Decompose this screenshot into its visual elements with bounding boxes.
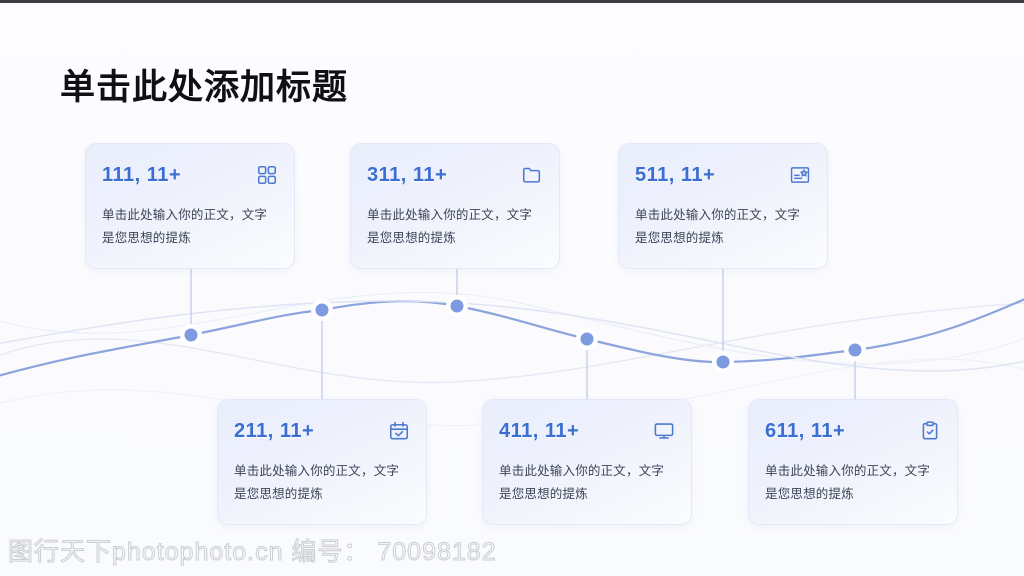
info-card-5-header: 511, 11+ (635, 162, 811, 188)
info-card-1-body: 单击此处输入你的正文，文字是您思想的提炼 (102, 208, 268, 246)
info-card-3-number: 311, 11+ (367, 163, 448, 186)
info-card-5-number: 511, 11+ (635, 163, 716, 186)
clipboard-check-icon (919, 420, 941, 442)
timeline-node-2 (311, 299, 333, 321)
info-card-4-number: 411, 11+ (499, 419, 580, 442)
info-card-6[interactable]: 611, 11+ 单击此处输入你的正文，文字是您思想的提炼 (748, 399, 958, 525)
grid-icon (256, 164, 278, 186)
folder-icon (521, 164, 543, 186)
monitor-icon (653, 420, 675, 442)
wave-primary (0, 298, 1024, 377)
timeline-node-5 (712, 351, 734, 373)
timeline-node-3 (446, 295, 468, 317)
info-card-1-header: 111, 11+ (102, 162, 278, 188)
info-card-4-body: 单击此处输入你的正文，文字是您思想的提炼 (499, 464, 665, 502)
info-card-1[interactable]: 111, 11+ 单击此处输入你的正文，文字是您思想的提炼 (85, 143, 295, 269)
calendar-check-icon (388, 420, 410, 442)
info-card-2-body: 单击此处输入你的正文，文字是您思想的提炼 (234, 464, 400, 502)
info-card-2[interactable]: 211, 11+ 单击此处输入你的正文，文字是您思想的提炼 (217, 399, 427, 525)
timeline-node-4 (576, 328, 598, 350)
info-card-6-body: 单击此处输入你的正文，文字是您思想的提炼 (765, 464, 931, 502)
timeline-node-1 (180, 324, 202, 346)
wave-secondary (0, 300, 1024, 372)
timeline-node-6 (844, 339, 866, 361)
info-card-3-body: 单击此处输入你的正文，文字是您思想的提炼 (367, 208, 533, 246)
info-card-1-number: 111, 11+ (102, 163, 182, 186)
info-card-2-number: 211, 11+ (234, 419, 315, 442)
page-title: 单击此处添加标题 (60, 68, 349, 107)
info-card-3-header: 311, 11+ (367, 162, 543, 188)
wave-faint-1 (0, 302, 1024, 384)
info-card-6-number: 611, 11+ (765, 419, 846, 442)
info-card-6-header: 611, 11+ (765, 418, 941, 444)
info-card-2-header: 211, 11+ (234, 418, 410, 444)
info-card-4-header: 411, 11+ (499, 418, 675, 444)
info-card-5[interactable]: 511, 11+ 单击此处输入你的正文，文字是您思想的提炼 (618, 143, 828, 269)
wave-faint-2 (0, 291, 1024, 365)
certificate-icon (789, 164, 811, 186)
info-card-4[interactable]: 411, 11+ 单击此处输入你的正文，文字是您思想的提炼 (482, 399, 692, 525)
info-card-3[interactable]: 311, 11+ 单击此处输入你的正文，文字是您思想的提炼 (350, 143, 560, 269)
watermark-text: 图行天下photophoto.cn 编号： 70098182 (8, 538, 497, 567)
info-card-5-body: 单击此处输入你的正文，文字是您思想的提炼 (635, 208, 801, 246)
